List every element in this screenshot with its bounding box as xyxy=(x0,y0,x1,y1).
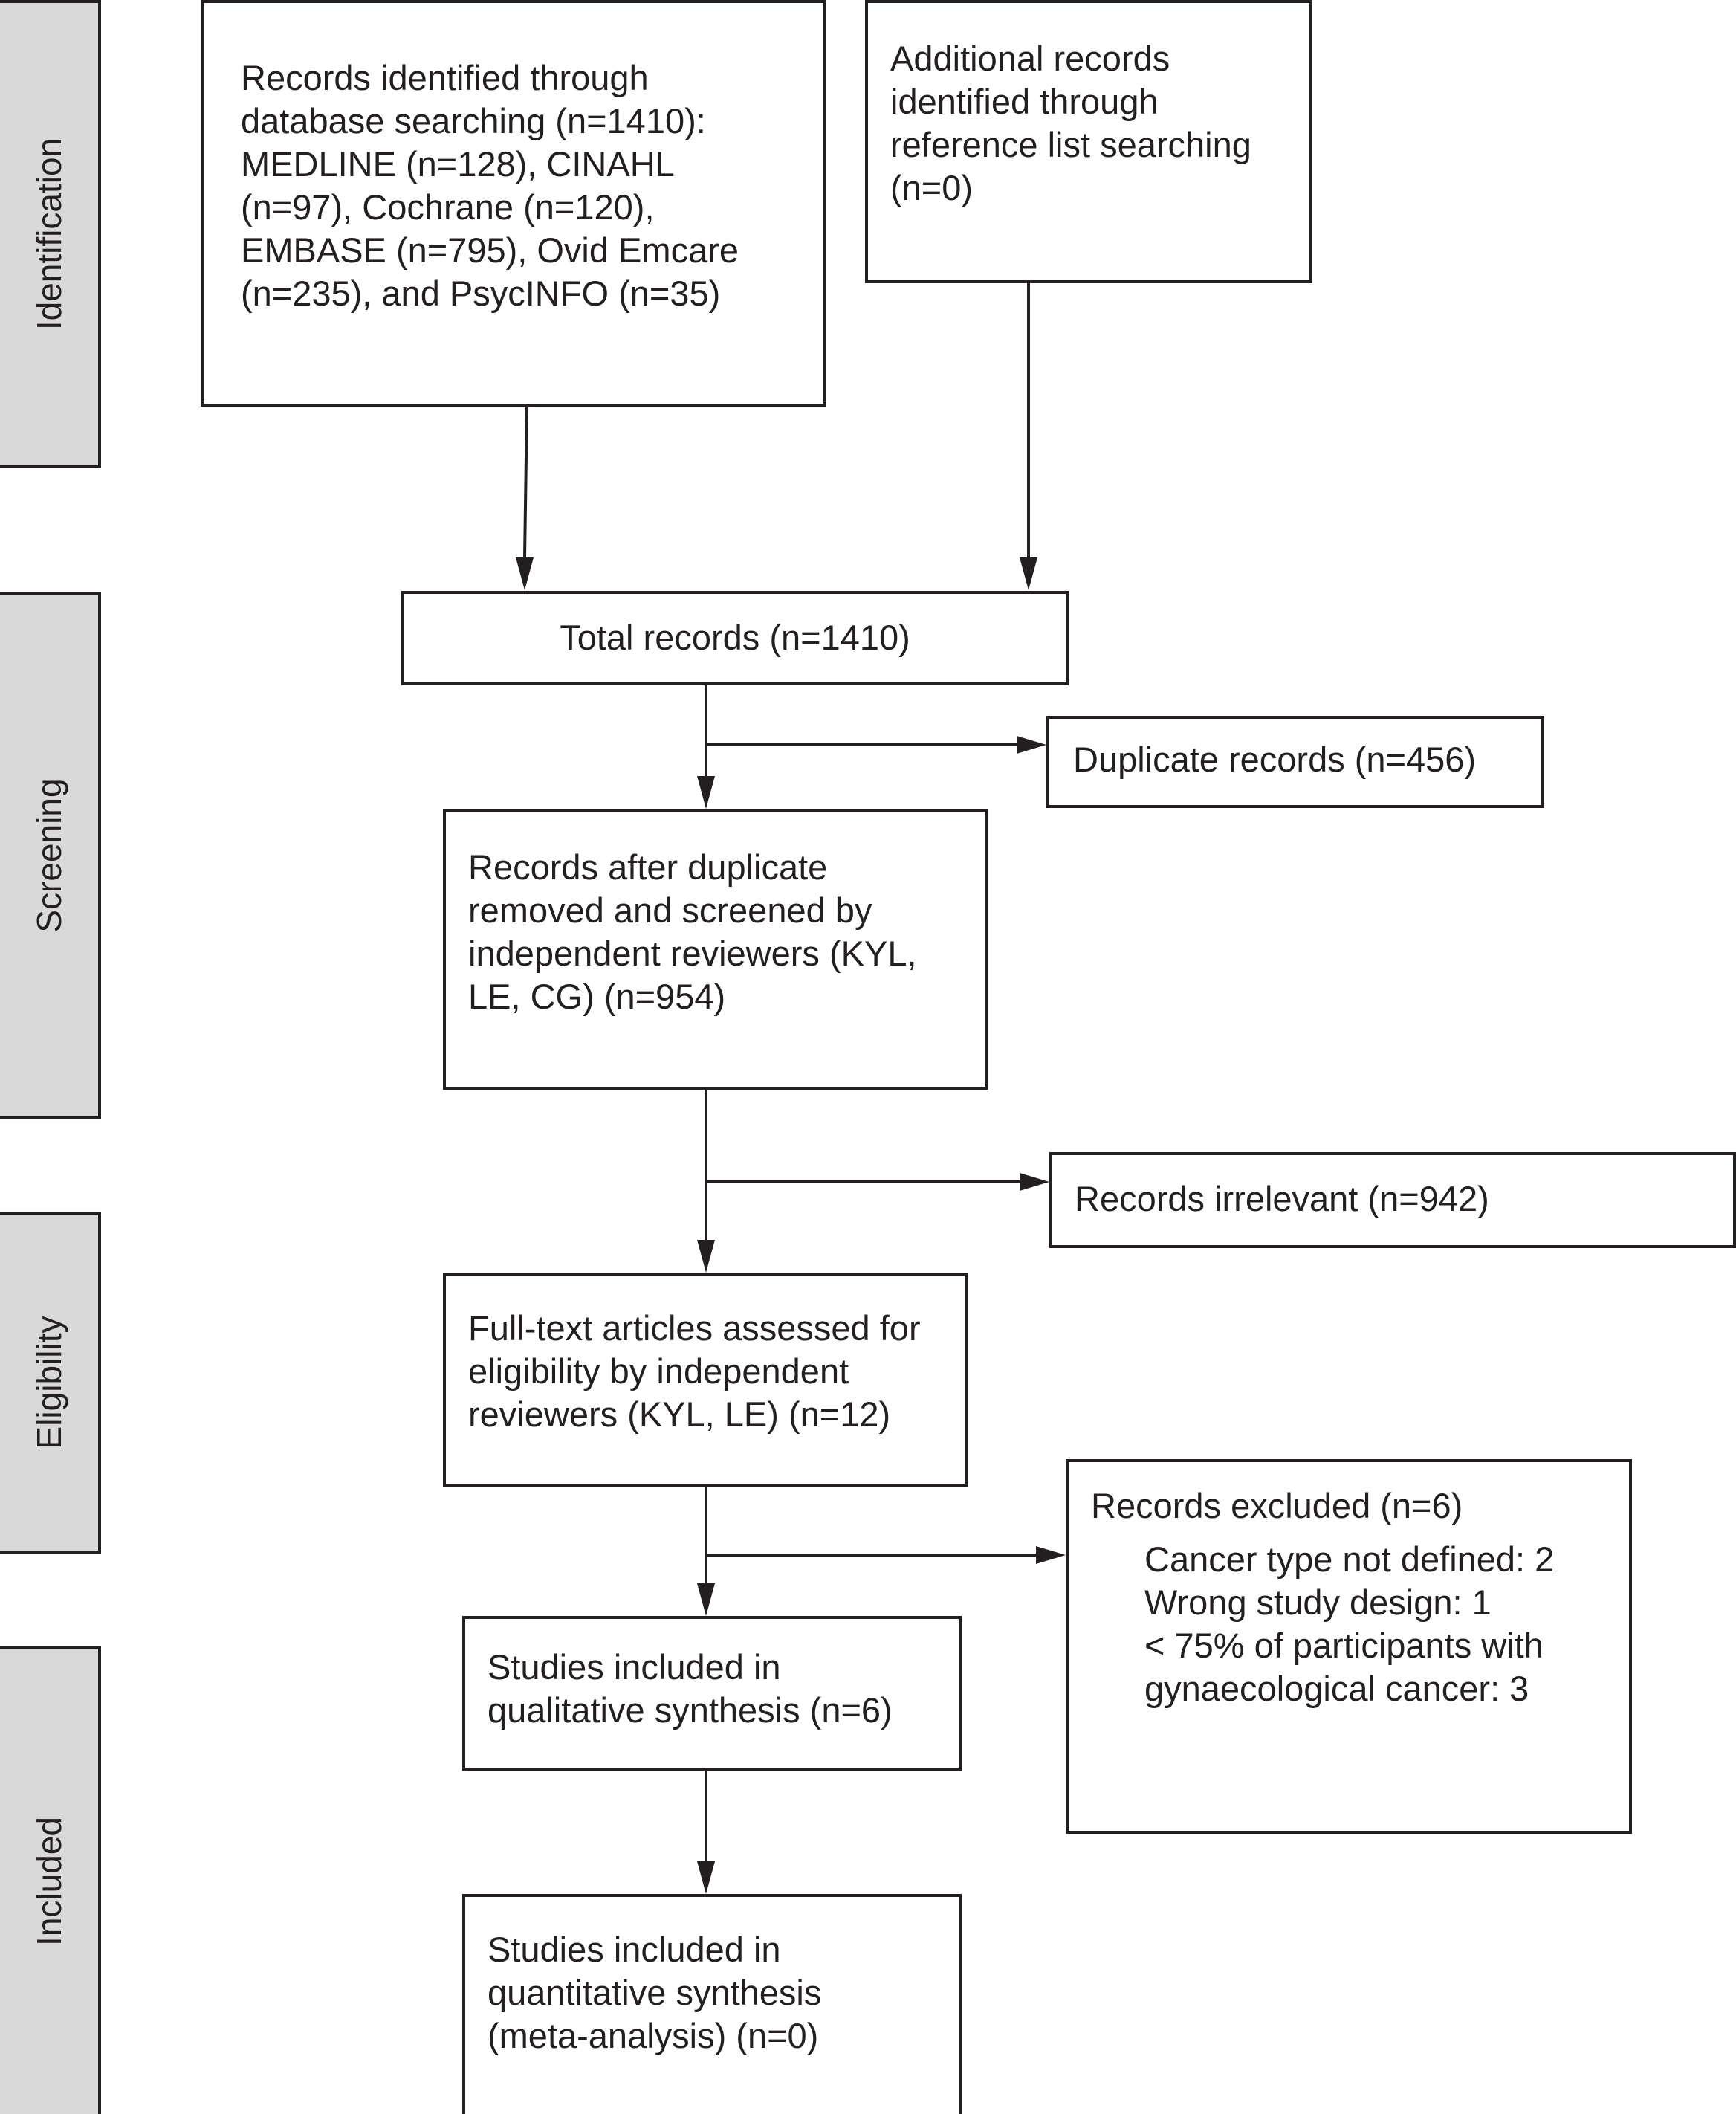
duplicate-records-text: Duplicate records (n=456) xyxy=(1073,740,1477,779)
screened-records-text: Records after duplicate removed and scre… xyxy=(468,847,917,1016)
arrowhead-total-to-screened xyxy=(697,776,715,809)
exclusion-reason: Cancer type not defined: 2 xyxy=(1144,1539,1555,1579)
quantitative-synthesis-text: Studies included in quantitative synthes… xyxy=(488,1930,822,2055)
arrowhead-database-to-total xyxy=(516,557,534,590)
phase-included-label: Included xyxy=(30,1817,68,1946)
exclusion-reasons-list: Cancer type not defined: 2 Wrong study d… xyxy=(1144,1538,1614,1710)
total-records-box: Total records (n=1410) xyxy=(401,591,1069,685)
fulltext-assessed-text: Full-text articles assessed for eligibil… xyxy=(468,1308,921,1434)
irrelevant-records-box: Records irrelevant (n=942) xyxy=(1049,1152,1736,1248)
qualitative-synthesis-box: Studies included in qualitative synthesi… xyxy=(462,1616,962,1771)
arrowhead-fulltext-to-qualitative xyxy=(697,1583,715,1616)
phase-screening-label: Screening xyxy=(30,778,68,933)
phase-eligibility: Eligibility xyxy=(0,1212,101,1554)
exclusion-reason: Wrong study design: 1 xyxy=(1144,1583,1492,1622)
screened-records-box: Records after duplicate removed and scre… xyxy=(443,809,988,1090)
fulltext-assessed-box: Full-text articles assessed for eligibil… xyxy=(443,1273,968,1487)
arrow-database-to-total xyxy=(523,404,528,558)
irrelevant-records-text: Records irrelevant (n=942) xyxy=(1075,1179,1489,1218)
qualitative-synthesis-text: Studies included in qualitative synthesi… xyxy=(488,1647,893,1730)
duplicate-records-box: Duplicate records (n=456) xyxy=(1046,716,1544,808)
database-records-text: Records identified through database sear… xyxy=(241,58,739,313)
additional-records-box: Additional records identified through re… xyxy=(865,0,1312,283)
database-records-box: Records identified through database sear… xyxy=(201,0,826,407)
records-excluded-box: Records excluded (n=6) Cancer type not d… xyxy=(1066,1459,1632,1834)
phase-eligibility-label: Eligibility xyxy=(30,1316,68,1449)
arrowhead-to-irrelevant xyxy=(1020,1173,1049,1191)
phase-included: Included xyxy=(0,1646,101,2114)
phase-screening: Screening xyxy=(0,592,101,1119)
quantitative-synthesis-box: Studies included in quantitative synthes… xyxy=(462,1894,962,2114)
records-excluded-heading: Records excluded (n=6) xyxy=(1091,1486,1463,1525)
exclusion-reason: < 75% of participants with xyxy=(1144,1626,1544,1665)
arrowhead-additional-to-total xyxy=(1020,557,1037,590)
arrowhead-screened-to-fulltext xyxy=(697,1240,715,1273)
arrowhead-to-duplicates xyxy=(1017,736,1046,754)
arrowhead-qualitative-to-quantitative xyxy=(697,1861,715,1894)
arrowhead-to-excluded xyxy=(1036,1546,1066,1564)
phase-identification-label: Identification xyxy=(30,138,68,331)
additional-records-text: Additional records identified through re… xyxy=(890,39,1251,207)
exclusion-reason: gynaecological cancer: 3 xyxy=(1144,1669,1529,1708)
phase-identification: Identification xyxy=(0,0,101,468)
total-records-text: Total records (n=1410) xyxy=(560,618,910,657)
